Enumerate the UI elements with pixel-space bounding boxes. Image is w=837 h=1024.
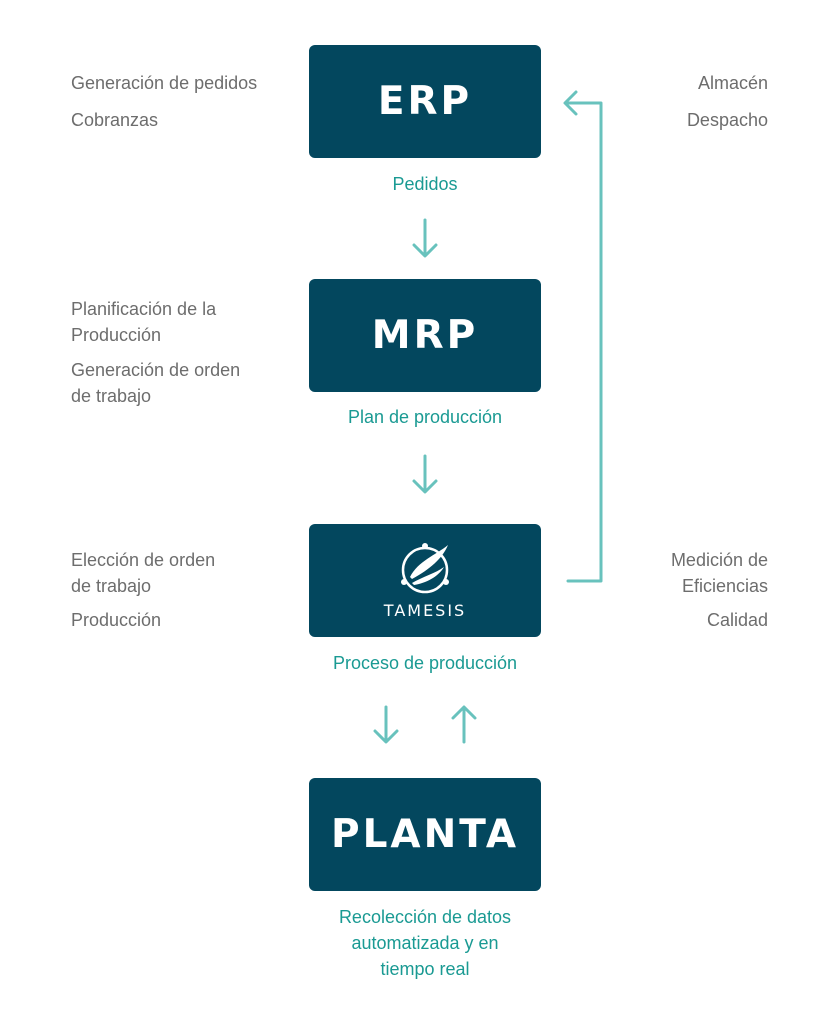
mrp-block: MRP bbox=[309, 279, 541, 392]
tamesis-caption: Proceso de producción bbox=[332, 653, 518, 673]
planta-caption-line2: automatizada y en bbox=[351, 933, 499, 953]
tamesis-left-label-order-selection-line1: Elección de orden bbox=[71, 550, 216, 570]
mrp-left-label-work-order-line1: Generación de orden bbox=[71, 360, 241, 380]
arrow-tamesis-feedback-to-erp bbox=[563, 90, 603, 583]
tamesis-right-label-efficiency-line1: Medición de bbox=[670, 550, 768, 570]
planta-caption-line3: tiempo real bbox=[380, 959, 470, 979]
tamesis-block: TAMESIS bbox=[309, 524, 541, 637]
erp-block: ERP bbox=[309, 45, 541, 158]
tamesis-right-label-efficiency-line2: Eficiencias bbox=[681, 576, 768, 596]
erp-left-label-orders: Generación de pedidos bbox=[71, 73, 258, 93]
mrp-left-label-work-order-line2: de trabajo bbox=[71, 386, 152, 406]
erp-caption: Pedidos bbox=[392, 174, 458, 194]
arrow-mrp-to-tamesis bbox=[412, 454, 438, 494]
tamesis-right-label-efficiency: Medición de Eficiencias bbox=[671, 547, 768, 599]
tamesis-logo-text: TAMESIS bbox=[383, 601, 467, 620]
mrp-left-label-work-order: Generación de orden de trabajo bbox=[71, 357, 240, 409]
arrow-planta-to-tamesis bbox=[451, 705, 477, 744]
tamesis-right-label-quality: Calidad bbox=[706, 610, 768, 630]
tamesis-left-label-order-selection: Elección de orden de trabajo bbox=[71, 547, 215, 599]
erp-block-label: ERP bbox=[377, 79, 473, 124]
erp-right-label-warehouse: Almacén bbox=[697, 73, 768, 93]
tamesis-left-label-production: Producción bbox=[71, 610, 162, 630]
mrp-caption: Plan de producción bbox=[347, 407, 503, 427]
mrp-block-label: MRP bbox=[371, 313, 479, 358]
planta-block: PLANTA bbox=[309, 778, 541, 891]
arrow-tamesis-to-planta bbox=[373, 705, 399, 744]
erp-right-label-dispatch: Despacho bbox=[686, 110, 768, 130]
tamesis-logo: TAMESIS bbox=[384, 541, 466, 620]
arrow-erp-to-mrp bbox=[412, 218, 438, 258]
tamesis-emblem-icon bbox=[400, 543, 449, 594]
mrp-left-label-planning-line1: Planificación de la bbox=[71, 299, 217, 319]
mrp-left-label-planning-line2: Producción bbox=[71, 325, 162, 345]
planta-caption: Recolección de datos automatizada y en t… bbox=[275, 904, 575, 982]
erp-left-label-collections: Cobranzas bbox=[71, 110, 159, 130]
tamesis-left-label-order-selection-line2: de trabajo bbox=[71, 576, 152, 596]
mrp-left-label-planning: Planificación de la Producción bbox=[71, 296, 216, 348]
planta-caption-line1: Recolección de datos bbox=[338, 907, 512, 927]
planta-block-label: PLANTA bbox=[330, 812, 519, 857]
